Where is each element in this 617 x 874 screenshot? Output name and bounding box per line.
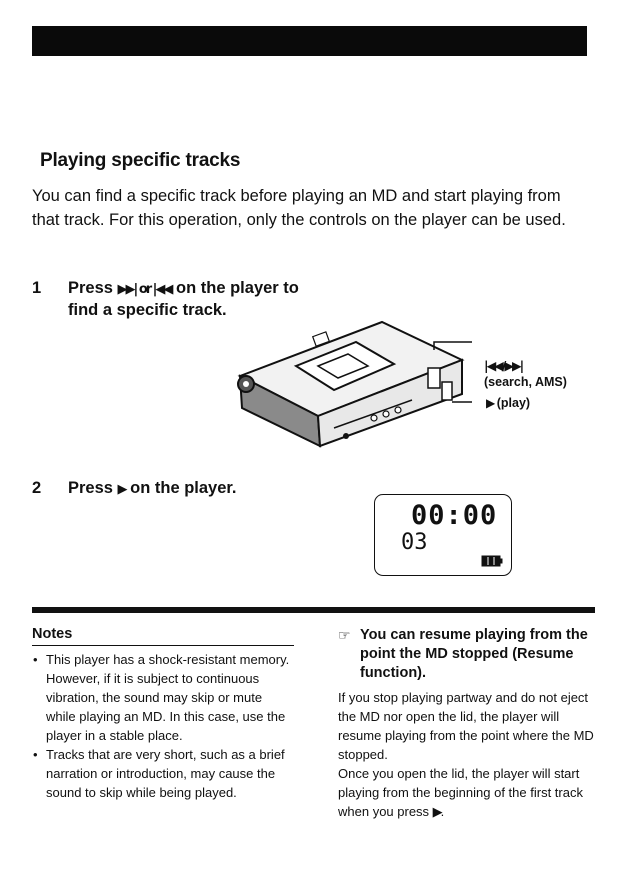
play-callout: ▶ (play)	[486, 395, 530, 411]
md-player-illustration	[237, 320, 472, 448]
section-divider	[32, 607, 595, 613]
step-number: 1	[32, 279, 42, 297]
battery-icon	[481, 555, 503, 567]
notes-list: This player has a shock-resistant memory…	[32, 650, 294, 802]
intro-paragraph: You can find a specific track before pla…	[32, 187, 566, 229]
search-ams-symbols: |◀◀/▶▶|	[484, 358, 524, 373]
section-title: Playing specific tracks	[40, 150, 241, 171]
step-instruction: Press ▶▶| or |◀◀ on the player to find a…	[68, 279, 299, 319]
tip-section: ☞ You can resume playing from the point …	[338, 626, 600, 822]
next-prev-track-symbols: ▶▶| or |◀◀	[117, 282, 174, 297]
display-track-number: 03	[401, 530, 428, 555]
display-time: 00:00	[411, 500, 498, 531]
play-symbol: ▶	[117, 482, 128, 497]
step-instruction: Press ▶ on the player.	[68, 479, 237, 497]
search-ams-label: (search, AMS)	[484, 375, 567, 389]
note-item: Tracks that are very short, such as a br…	[32, 745, 294, 802]
tip-paragraph: Once you open the lid, the player will s…	[338, 766, 583, 820]
tip-icon: ☞	[338, 628, 351, 644]
tip-body: If you stop playing partway and do not e…	[338, 688, 600, 822]
step-number: 2	[32, 479, 42, 497]
play-symbol: ▶	[432, 805, 443, 820]
play-label: (play)	[496, 396, 531, 410]
tip-paragraph: If you stop playing partway and do not e…	[338, 690, 594, 762]
note-item: This player has a shock-resistant memory…	[32, 650, 294, 745]
tip-heading: ☞ You can resume playing from the point …	[338, 627, 588, 681]
notes-section: Notes This player has a shock-resistant …	[32, 626, 294, 802]
notes-title: Notes	[32, 626, 294, 646]
play-icon: ▶	[486, 396, 495, 410]
header-bar	[32, 26, 587, 56]
lcd-display-illustration: 00:00 03	[374, 494, 512, 576]
